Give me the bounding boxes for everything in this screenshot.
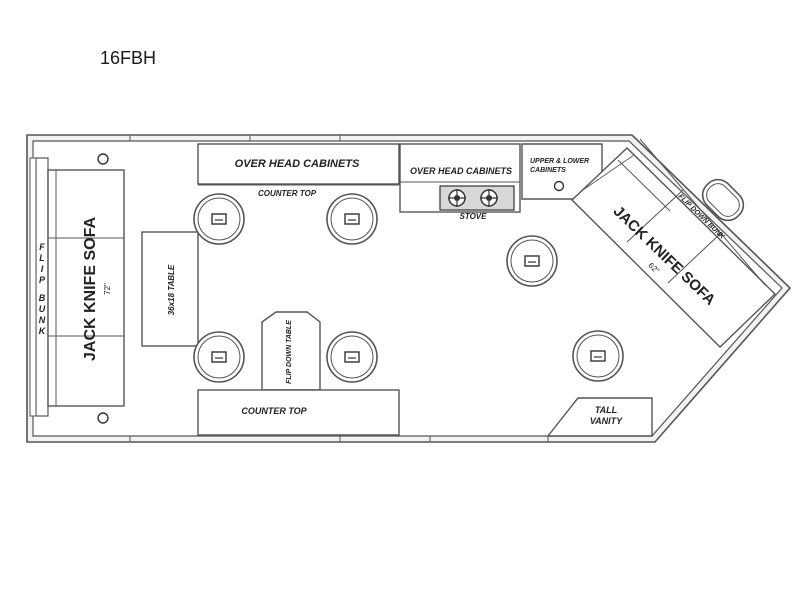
sofa-left-size: 72" [103,283,112,295]
overhead-cabinets-1 [197,143,400,185]
flip-bunk-letter: K [39,326,47,336]
flip-bunk-letter: I [41,264,44,274]
captain-chair [701,178,745,222]
counter-top-upper-label: COUNTER TOP [258,189,317,198]
drain-hole-icon [97,412,109,424]
flip-bunk-letter: P [39,275,46,285]
table-36x18 [141,231,199,347]
jack-knife-sofa-right [570,138,777,348]
counter-top-lower [197,389,400,436]
overhead-cabinets-2-label: OVER HEAD CABINETS [410,166,512,176]
fishing-hole-seat-icon [572,330,624,382]
fishing-hole-seat-icon [193,331,245,383]
jack-knife-sofa-left [29,157,125,417]
flip-bunk-letter: L [39,253,45,263]
fishing-hole-seat-icon [506,235,558,287]
fishing-hole-seat-icon [326,331,378,383]
stove-label: STOVE [460,212,488,221]
drain-hole-icon [97,153,109,165]
tall-vanity-label-1: TALL [595,405,617,415]
upper-lower-label-2: CABINETS [530,167,566,174]
upper-lower-label-1: UPPER & LOWER [530,158,589,165]
tall-vanity-label-2: VANITY [590,416,623,426]
drain-hole-icon [553,180,565,192]
flip-bunk-letter: N [39,315,46,325]
counter-top-lower-label: COUNTER TOP [241,406,307,416]
flip-bunk-letter: U [39,304,46,314]
window-marks [129,135,549,442]
flip-bunk-letter: F [39,242,45,252]
fishing-hole-seat-icon [326,193,378,245]
flip-down-table-label: FLIP DOWN TABLE [286,320,293,384]
flip-bunk-left [35,157,49,417]
fishing-hole-seat-icon [193,193,245,245]
flip-bunk-letter: B [39,293,46,303]
overhead-cabinets-1-label: OVER HEAD CABINETS [235,158,360,170]
sofa-left-label: JACK KNIFE SOFA [82,217,99,361]
flip-bunk-letters: F L I P B U N K [39,242,47,336]
tall-vanity [546,397,653,437]
table-label: 36x18 TABLE [167,264,176,315]
model-title: 16FBH [100,48,157,68]
